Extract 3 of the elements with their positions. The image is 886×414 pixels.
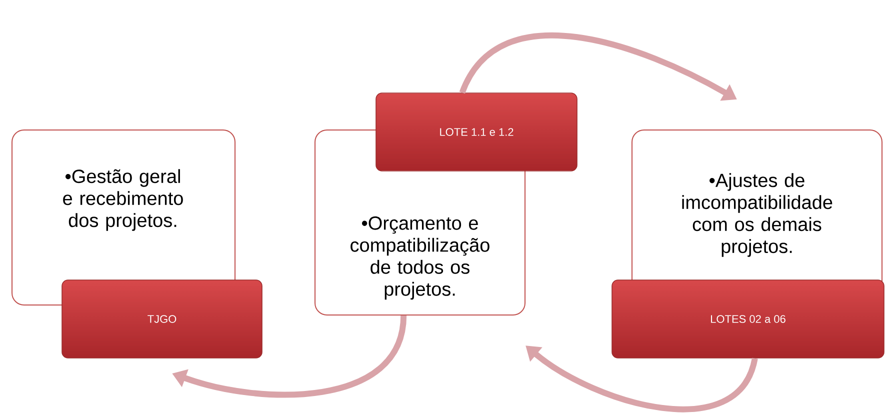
label-tag: TJGO <box>62 280 262 358</box>
label-tag: LOTES 02 a 06 <box>612 280 884 358</box>
label-tag: LOTE 1.1 e 1.2 <box>376 92 578 172</box>
